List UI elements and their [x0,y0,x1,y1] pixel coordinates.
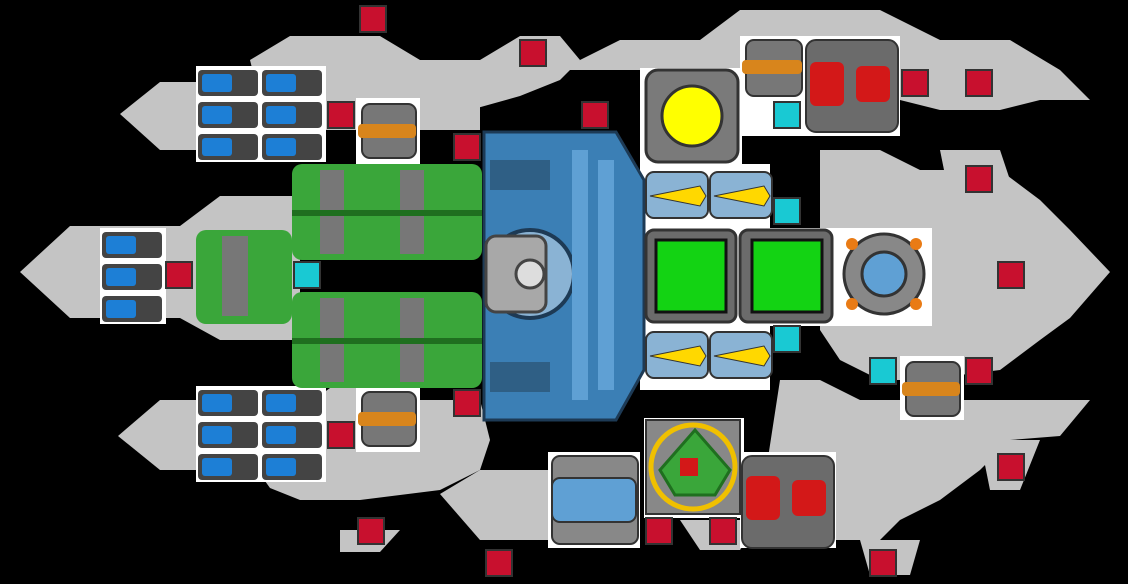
battery-icon [198,390,322,480]
shield-generator-icon [644,68,740,164]
engine-bank [196,164,482,388]
cloak-device-icon [842,232,926,316]
red-thruster-icon [805,39,899,133]
defense-drone-icon [645,419,741,515]
missile-launchers [645,171,773,379]
orange-turret-icon [902,361,961,417]
orange-turret-icon [358,103,417,159]
thrusters [741,39,899,549]
red-markers [165,5,1025,577]
battery-bank-bottom [198,390,322,480]
battery-bank-left [102,232,162,322]
red-hardpoint-icon [165,5,1025,577]
orange-turret-icon [742,39,803,97]
system-panels [644,228,834,324]
turrets [358,39,961,447]
cyan-hardpoint-icon [293,101,897,385]
cyan-markers [293,101,897,385]
orange-turret-icon [358,391,417,447]
ion-drive-icon [551,455,639,545]
red-thruster-icon [741,455,835,549]
yellow-missile-icon [645,171,773,379]
reactor-core-icon [482,130,646,422]
battery-icon [198,70,322,160]
battery-bank-top [198,70,322,160]
